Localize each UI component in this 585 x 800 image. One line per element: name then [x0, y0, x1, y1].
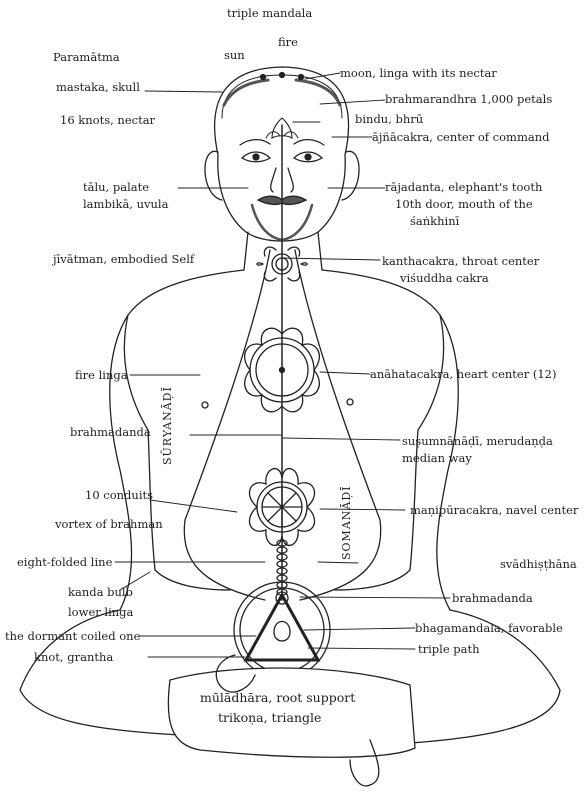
kanthacakra-label: kanthacakra, throat center — [382, 254, 540, 268]
manipura-label: maṇipūracakra, navel center — [410, 503, 579, 517]
suryanadi-channel — [183, 249, 271, 601]
jivatman-label: jīvātman, embodied Self — [53, 252, 195, 266]
heart-chakra — [244, 327, 320, 413]
hair-shade-left — [222, 78, 270, 107]
right-nipple — [346, 398, 354, 406]
mastaka-label: mastaka, skull — [56, 80, 140, 94]
svadhisthana-label: svādhiṣṭhāna — [500, 557, 577, 571]
bindu-label: bindu, bhrū — [355, 112, 424, 126]
moon-label: moon, linga with its nectar — [340, 66, 497, 80]
right-pupil — [304, 153, 312, 161]
root-chakra — [233, 581, 331, 679]
median-way-label: median way — [402, 451, 472, 465]
torso-outline — [123, 269, 445, 591]
rajadanta-label: rājadanta, elephant's tooth — [385, 180, 543, 194]
neck-right — [317, 231, 323, 271]
suryanadi-label: SŪRYANĀḌĪ — [161, 386, 174, 465]
fire-label: fire — [278, 35, 298, 49]
left-eye — [240, 151, 272, 163]
right-ear — [341, 150, 360, 201]
right-arm — [436, 314, 459, 611]
left-brow — [239, 138, 271, 146]
crown-dot-1 — [259, 73, 267, 81]
susumna-label: suṣumnānāḍī, merudaṇḍa — [402, 434, 553, 448]
talu-label: tālu, palate — [83, 180, 150, 194]
vortex-label: vortex of brahman — [55, 517, 163, 531]
lap — [167, 667, 416, 758]
trikona-label: trikoṇa, triangle — [218, 710, 322, 725]
ajnacakra-label: ājñācakra, center of command — [372, 130, 550, 144]
door-label: 10th door, mouth of the — [395, 197, 533, 211]
sun-label: sun — [224, 48, 245, 62]
knots-label: 16 knots, nectar — [60, 113, 156, 127]
right-leg — [379, 609, 561, 746]
anahata-label: anāhatacakra, heart center (12) — [370, 367, 557, 381]
lower-linga-label: lower linga — [68, 605, 134, 619]
somanadi-label: SOMANĀḌĪ — [340, 485, 353, 561]
eight-folded-label: eight-folded line — [17, 555, 113, 569]
head-outline — [214, 66, 350, 242]
foot-right — [349, 739, 380, 787]
somanadi-channel — [294, 249, 382, 601]
kanda-label: kanda bulb — [68, 585, 133, 599]
right-brow — [293, 138, 325, 146]
left-pupil — [252, 153, 260, 161]
left-arm — [109, 314, 133, 611]
knot-label: knot, grantha — [34, 650, 114, 664]
lambika-label: lambikā, uvula — [83, 197, 169, 211]
triple-path-label: triple path — [418, 642, 480, 656]
brahmadanda-left-label: brahmadanda — [70, 425, 151, 439]
nose — [270, 167, 294, 193]
muladhara-label: mūlādhāra, root support — [200, 690, 356, 705]
fire-linga-label: fire linga — [75, 368, 128, 382]
brahmarandhra-label: brahmarandhra 1,000 petals — [385, 92, 553, 106]
dormant-label: the dormant coiled one — [5, 629, 141, 643]
leader-lines — [114, 72, 451, 658]
left-ear — [204, 150, 223, 201]
triple-mandala-label: triple mandala — [227, 6, 313, 20]
bhagamandala-label: bhagamandala, favorable — [415, 621, 563, 635]
neck-left — [243, 231, 249, 271]
crown-dot-3 — [297, 73, 305, 81]
hair-line — [221, 74, 343, 119]
left-nipple — [201, 401, 209, 409]
conduits-label: 10 conduits — [85, 488, 154, 502]
brahmadanda-right-label: brahmadanda — [452, 591, 533, 605]
navel-chakra — [248, 468, 316, 546]
paramatma-label: Paramātma — [53, 50, 120, 64]
hair-shade-right — [294, 78, 342, 107]
right-eye — [292, 151, 324, 163]
sankhini-label: śaṅkhinī — [410, 214, 460, 228]
crown-dot-2 — [278, 71, 286, 79]
visuddha-label: viśuddha cakra — [400, 271, 489, 285]
foot-left — [215, 654, 256, 693]
